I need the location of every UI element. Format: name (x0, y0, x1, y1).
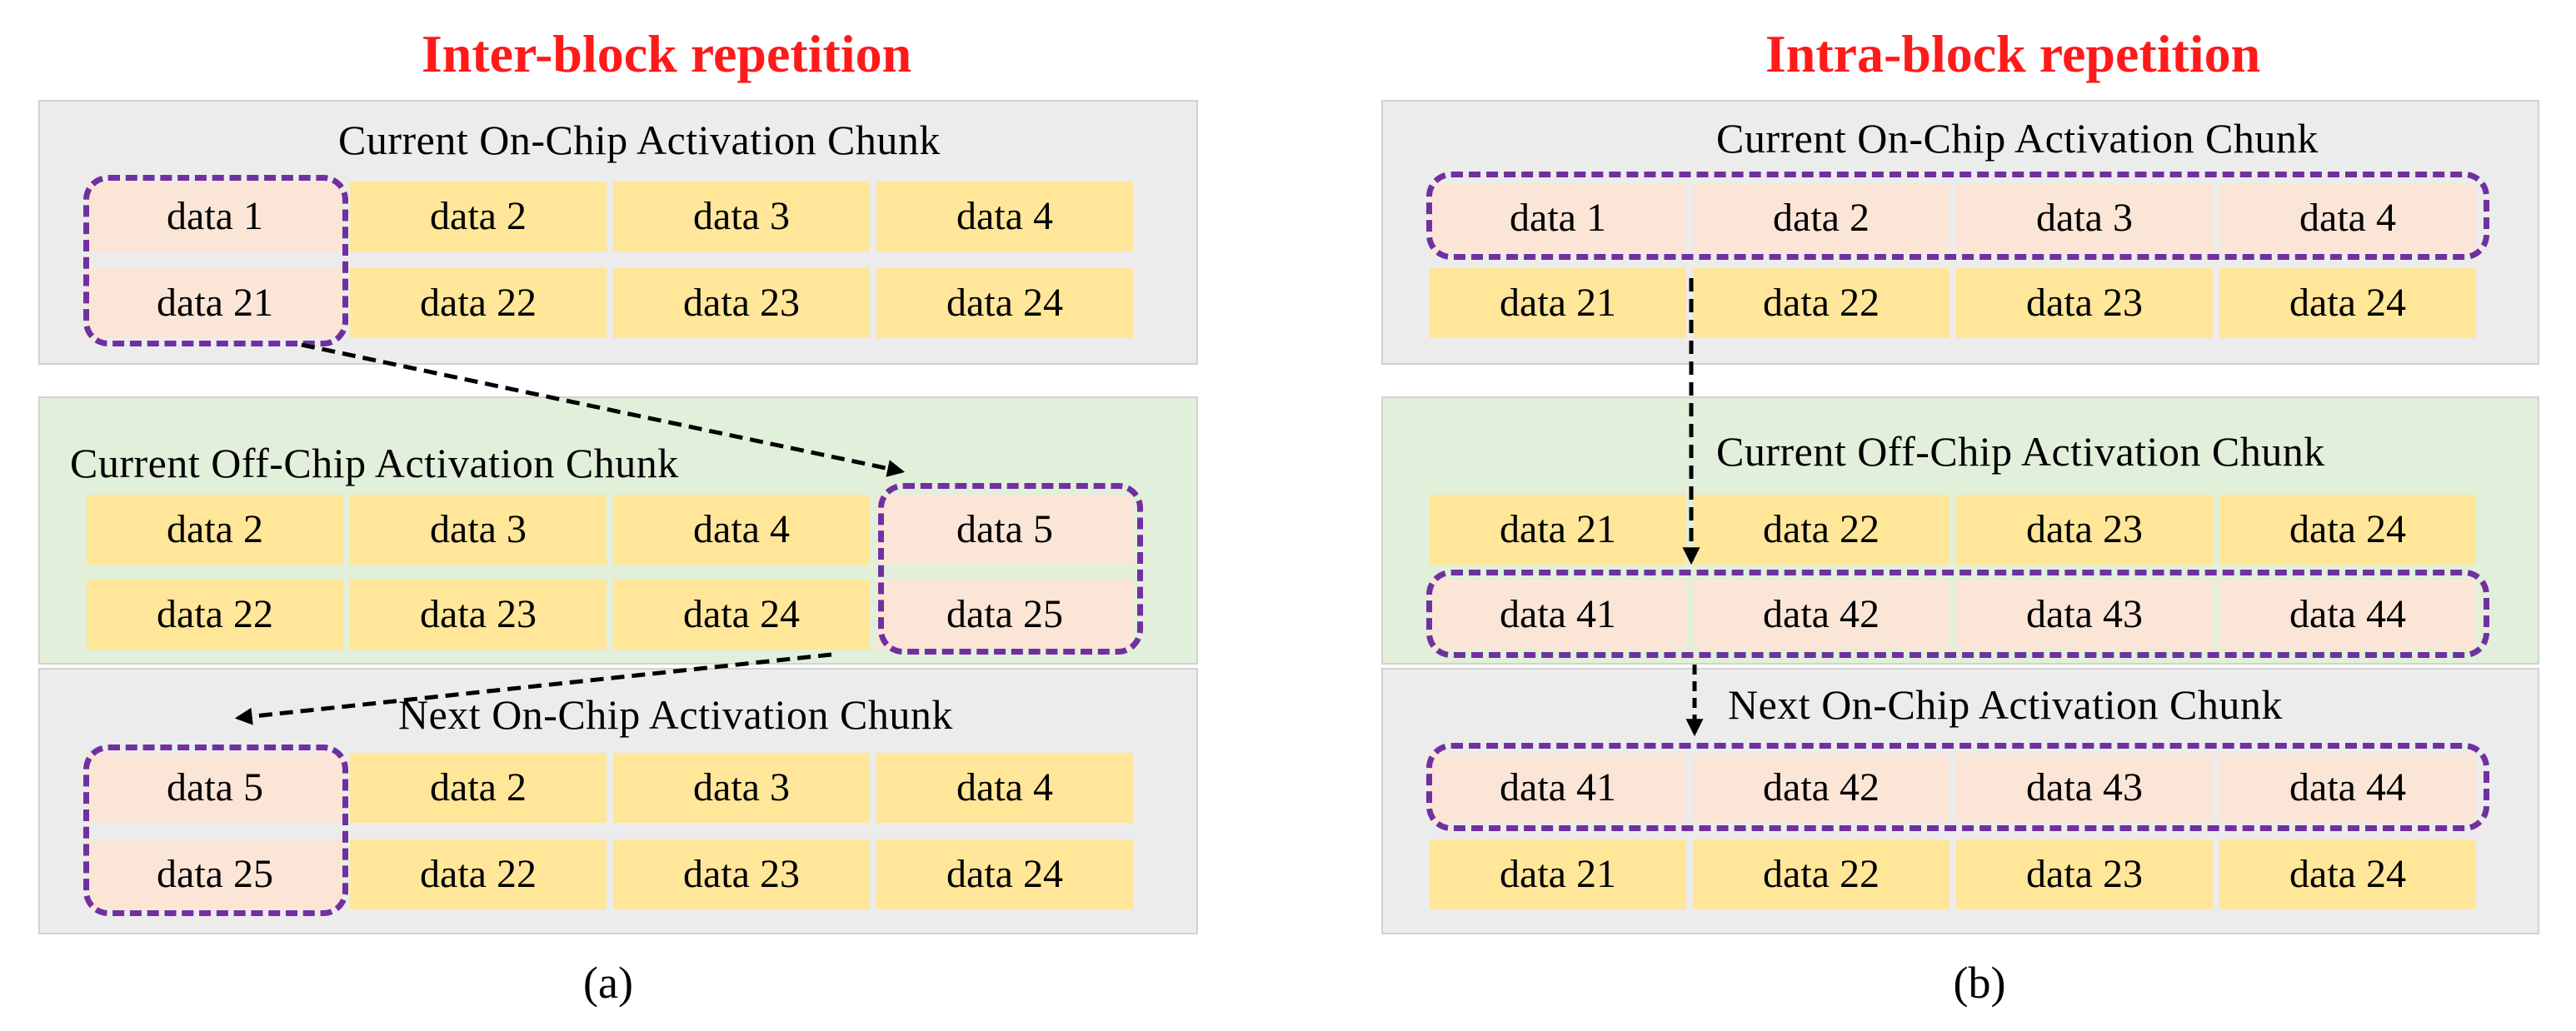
cell: data 42 (1693, 753, 1949, 823)
arrow-off-chip-to-next-on-chip (234, 652, 832, 725)
left-current-off-chip-label: Current Off-Chip Activation Chunk (70, 440, 679, 486)
left-next-on-chip-label: Next On-Chip Activation Chunk (398, 691, 953, 738)
cell: data 3 (1956, 183, 2213, 253)
cell: data 24 (2219, 268, 2476, 338)
cell: data 22 (350, 839, 607, 909)
left-title: Inter-block repetition (421, 24, 912, 83)
cell: data 5 (87, 753, 343, 823)
cell: data 42 (1693, 580, 1949, 650)
cell: data 4 (876, 182, 1133, 252)
cell: data 2 (87, 495, 343, 565)
cell: data 24 (876, 839, 1133, 909)
cell: data 3 (613, 182, 870, 252)
cell: data 2 (350, 753, 607, 823)
cell: data 41 (1430, 753, 1686, 823)
left-current-on-chip-label: Current On-Chip Activation Chunk (338, 117, 941, 163)
cell: data 1 (1430, 183, 1686, 253)
cell: data 44 (2219, 753, 2476, 823)
highlight-box (878, 483, 1143, 655)
cell: data 21 (87, 268, 343, 338)
cell: data 41 (1430, 580, 1686, 650)
cell: data 23 (1956, 839, 2213, 909)
cell: data 25 (876, 580, 1133, 650)
cell: data 24 (613, 580, 870, 650)
cell: data 5 (876, 495, 1133, 565)
highlight-box (1426, 172, 2489, 260)
highlight-box (83, 745, 348, 916)
right-caption: (b) (1953, 958, 2006, 1008)
right-current-on-chip-label: Current On-Chip Activation Chunk (1716, 115, 2319, 162)
cell: data 22 (350, 268, 607, 338)
cell: data 4 (876, 753, 1133, 823)
cell: data 1 (87, 182, 343, 252)
cell: data 3 (613, 753, 870, 823)
highlight-box (83, 175, 348, 346)
cell: data 43 (1956, 580, 2213, 650)
cell: data 22 (1693, 495, 1949, 565)
cell: data 22 (1693, 839, 1949, 909)
cell: data 25 (87, 839, 343, 909)
cell: data 23 (350, 580, 607, 650)
cell: data 3 (350, 495, 607, 565)
cell: data 4 (2219, 183, 2476, 253)
cell: data 22 (87, 580, 343, 650)
highlight-box (1426, 743, 2489, 831)
cell: data 24 (876, 268, 1133, 338)
cell: data 21 (1430, 839, 1686, 909)
left-caption: (a) (583, 958, 633, 1008)
cell: data 23 (613, 268, 870, 338)
cell: data 23 (613, 839, 870, 909)
cell: data 21 (1430, 495, 1686, 565)
cell: data 44 (2219, 580, 2476, 650)
cell: data 43 (1956, 753, 2213, 823)
right-next-on-chip-label: Next On-Chip Activation Chunk (1728, 681, 2283, 728)
right-title: Intra-block repetition (1765, 24, 2261, 83)
highlight-box (1426, 570, 2489, 658)
cell: data 22 (1693, 268, 1949, 338)
arrow-on-chip-to-off-chip (301, 342, 906, 477)
cell: data 23 (1956, 495, 2213, 565)
cell: data 4 (613, 495, 870, 565)
cell: data 2 (1693, 183, 1949, 253)
cell: data 2 (350, 182, 607, 252)
cell: data 24 (2219, 839, 2476, 909)
right-current-off-chip-label: Current Off-Chip Activation Chunk (1716, 428, 2325, 475)
cell: data 24 (2219, 495, 2476, 565)
cell: data 21 (1430, 268, 1686, 338)
cell: data 23 (1956, 268, 2213, 338)
